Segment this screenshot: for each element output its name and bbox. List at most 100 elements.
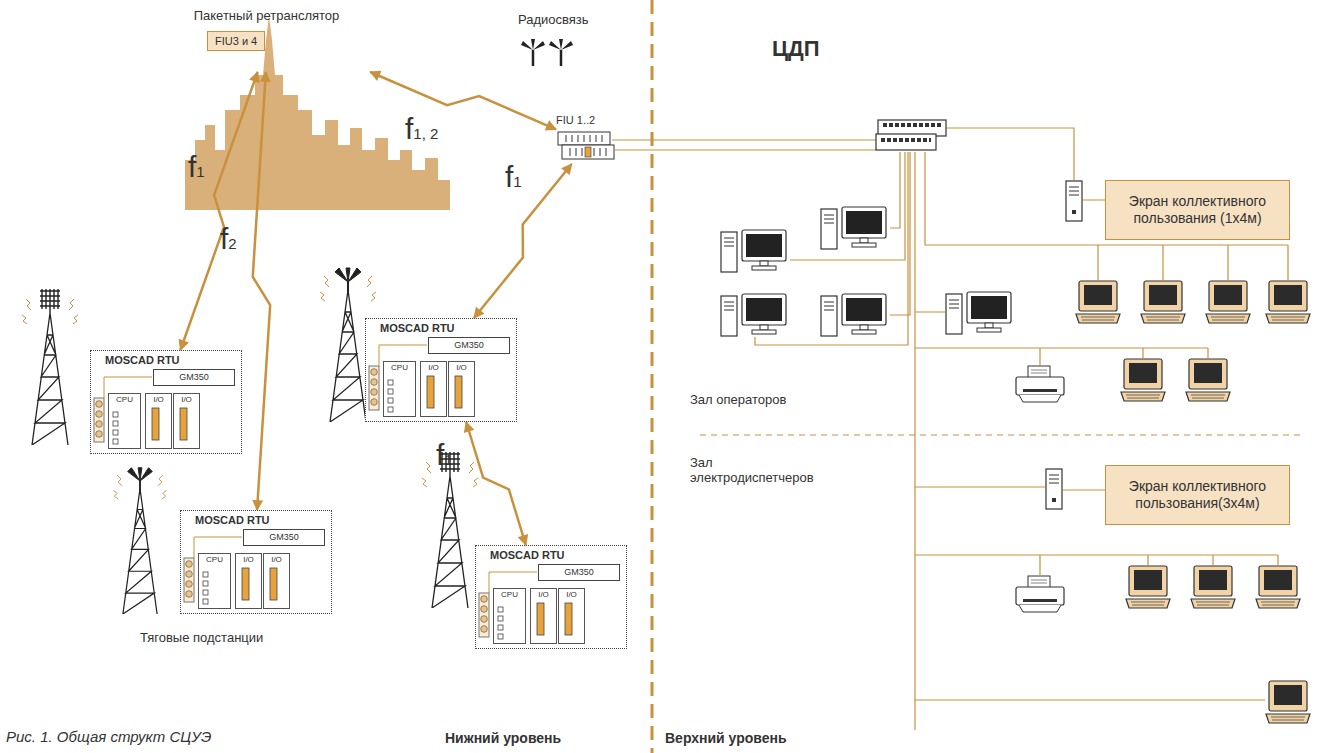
workstation [1126, 566, 1170, 608]
node-text: I/O [146, 394, 171, 404]
node-text: GM350 [429, 338, 509, 353]
figure-caption: Рис. 1. Общая структ СЦУЭ [6, 728, 211, 745]
workstation [1141, 281, 1185, 323]
node-text: I/O [264, 554, 289, 564]
node-text: Экран коллективного пользования (1x4м) [1116, 193, 1279, 227]
level-divider [651, 0, 654, 753]
workstation [821, 207, 886, 249]
node-text: I/O [559, 589, 584, 599]
node-text: I/O [421, 362, 446, 372]
radio-module: GM350 [243, 529, 325, 546]
screen-box: Экран коллективного пользования(3x4м) [1105, 465, 1290, 525]
node-text: FIU3 и 4 [207, 31, 265, 51]
rtu-modules [365, 318, 515, 422]
section-label: Радиосвязь [518, 12, 589, 27]
section-title: ЦДП [772, 36, 820, 62]
fiu-rack [558, 132, 614, 159]
io-module: I/O [530, 588, 557, 644]
node-text: MOSCAD RTU [91, 351, 241, 366]
level-label: Верхний уровень [665, 730, 787, 746]
hall-divider [700, 434, 1300, 435]
cpu-module: CPU [493, 588, 526, 644]
screen-box: Экран коллективного пользования (1x4м) [1105, 180, 1290, 240]
group-label: Тяговые подстанции [140, 630, 263, 645]
cpu-module: CPU [198, 553, 231, 609]
io-module: I/O [558, 588, 585, 644]
radio-link [253, 72, 270, 510]
printer [1016, 576, 1064, 612]
level-label: Нижний уровень [445, 730, 561, 746]
fiu-unit: FIU 1..2 [556, 114, 619, 164]
radio-link [466, 422, 526, 545]
hall-label: Зал операторов [690, 392, 786, 407]
city-skyline [185, 16, 450, 210]
workstation [721, 294, 786, 336]
lan-wires [612, 128, 1288, 730]
workstation [946, 292, 1011, 334]
io-module: I/O [235, 553, 262, 609]
antenna-tower [22, 289, 78, 445]
node-text: I/O [174, 394, 199, 404]
node-text: FIU 1..2 [556, 114, 619, 126]
node-text: I/O [236, 554, 261, 564]
printer [1016, 366, 1064, 402]
node-text: CPU [384, 362, 415, 372]
cpu-module: CPU [383, 361, 416, 417]
radio-module: GM350 [153, 369, 235, 386]
network-switch [876, 120, 946, 150]
radio-module: GM350 [538, 564, 620, 581]
node-text: GM350 [244, 530, 324, 545]
node-text: CPU [199, 554, 230, 564]
io-module: I/O [173, 393, 200, 449]
workstation [1266, 681, 1310, 723]
node-text: MOSCAD RTU [476, 546, 626, 561]
node-text: MOSCAD RTU [366, 319, 516, 334]
rtu-cabinet: MOSCAD RTU GM350CPU I/OI/O [180, 510, 332, 614]
frequency-label: f1 [188, 150, 205, 184]
io-module: I/O [448, 361, 475, 417]
radio-link [474, 164, 572, 318]
rtu-cabinet: MOSCAD RTU GM350CPU I/OI/O [475, 545, 627, 649]
rtu-modules [90, 350, 240, 454]
antenna-tower [113, 468, 166, 614]
cpu-module: CPU [108, 393, 141, 449]
radio-antenna [549, 39, 573, 66]
io-module: I/O [263, 553, 290, 609]
frequency-label: f1, 2 [405, 112, 438, 146]
io-module: I/O [420, 361, 447, 417]
hall-label: Зал электродиспетчеров [690, 455, 830, 485]
frequency-label: f2 [220, 222, 237, 256]
workstation [721, 230, 786, 272]
node-text: Экран коллективного пользования(3x4м) [1116, 478, 1279, 512]
screen-server [1046, 469, 1062, 509]
node-text: GM350 [154, 370, 234, 385]
frequency-label: f1 [505, 160, 522, 194]
radio-link [180, 72, 257, 350]
workstation [1191, 566, 1235, 608]
workstation [1256, 566, 1300, 608]
node-text: GM350 [539, 565, 619, 580]
node-text: MOSCAD RTU [181, 511, 331, 526]
workstation [1076, 281, 1120, 323]
workstation [1186, 359, 1230, 401]
radio-link [370, 72, 556, 129]
packet-repeater: Пакетный ретрансляторFIU3 и 4 [150, 8, 383, 72]
rtu-cabinet: MOSCAD RTU GM350CPU I/OI/O [365, 318, 517, 422]
screen-server [1066, 181, 1082, 221]
node-text: I/O [449, 362, 474, 372]
radio-antenna [521, 39, 545, 66]
rtu-modules [180, 510, 330, 614]
antenna-tower [422, 452, 478, 608]
workstation [1266, 281, 1310, 323]
radio-module: GM350 [428, 337, 510, 354]
node-text: CPU [494, 589, 525, 599]
node-text: CPU [109, 394, 140, 404]
workstation [1121, 359, 1165, 401]
rtu-cabinet: MOSCAD RTU GM350CPU I/OI/O [90, 350, 242, 454]
node-text: I/O [531, 589, 556, 599]
workstation [1206, 281, 1250, 323]
workstation [821, 294, 886, 336]
rtu-modules [475, 545, 625, 649]
io-module: I/O [145, 393, 172, 449]
